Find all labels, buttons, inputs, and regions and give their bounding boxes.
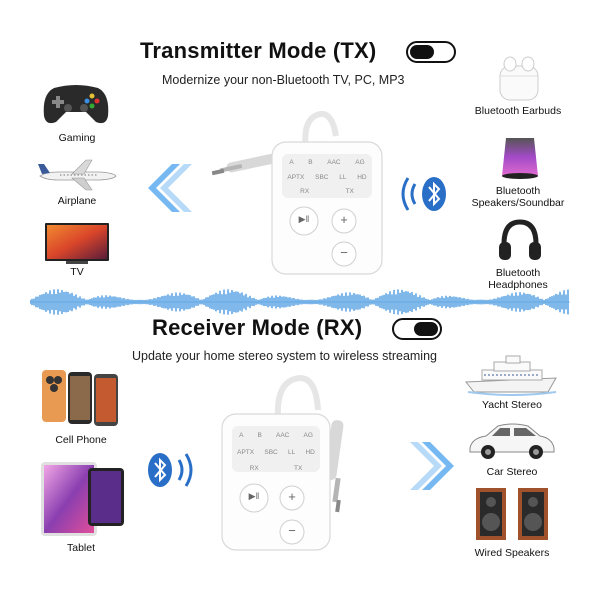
rx-play-pause-button[interactable]: ▶‖ <box>248 491 260 501</box>
tx-plus-button[interactable]: + <box>340 212 348 227</box>
led-b: B <box>257 432 262 439</box>
device-label-yacht: Yacht Stereo <box>482 399 542 411</box>
rx-toggle-knob <box>414 322 438 336</box>
led-tx: TX <box>294 465 303 472</box>
tx-play-pause-button[interactable]: ▶‖ <box>298 214 310 224</box>
tv-icon <box>45 223 109 264</box>
tx-led-row3: RX TX <box>282 188 372 195</box>
device-label-car: Car Stereo <box>486 466 538 478</box>
led-aac: AAC <box>276 432 290 439</box>
led-ll: LL <box>287 449 296 456</box>
headphones-icon <box>499 219 541 260</box>
led-ll: LL <box>339 174 347 181</box>
tx-title: Transmitter Mode (TX) <box>140 38 377 63</box>
rx-plus-button[interactable]: + <box>288 489 296 504</box>
tx-toggle-knob <box>410 45 434 59</box>
tx-led-row2: APTX SBC LL HD <box>282 174 372 181</box>
device-label-tv: TV <box>70 266 84 278</box>
led-hd: HD <box>357 174 367 181</box>
tx-toggle[interactable] <box>406 41 456 63</box>
led-rx: RX <box>300 188 310 195</box>
rx-toggle[interactable] <box>392 318 442 340</box>
device-label-headphones: Bluetooth Headphones <box>488 267 548 291</box>
device-label-airplane: Airplane <box>57 195 97 207</box>
led-rx: RX <box>249 465 259 472</box>
led-a: A <box>289 159 294 166</box>
tx-minus-button[interactable]: − <box>340 245 348 260</box>
bluetooth-signal-icon <box>401 177 446 211</box>
gamepad-icon <box>43 85 109 124</box>
led-hd: HD <box>305 449 315 456</box>
device-label-cell-phone: Cell Phone <box>55 434 107 446</box>
transmitter-device <box>212 110 383 275</box>
rx-led-row1: A B AAC AG <box>232 432 320 439</box>
rx-led-row2: APTX SBC LL HD <box>232 449 320 456</box>
led-tx: TX <box>345 188 354 195</box>
led-ag: AG <box>303 432 313 439</box>
chevron-left-arrows-icon <box>148 164 192 212</box>
rx-title: Receiver Mode (RX) <box>152 315 363 340</box>
led-sbc: SBC <box>264 449 278 456</box>
rx-minus-button[interactable]: − <box>288 523 296 538</box>
led-a: A <box>239 432 244 439</box>
led-sbc: SBC <box>315 174 329 181</box>
chevron-right-arrows-icon <box>410 442 454 490</box>
airplane-icon <box>38 159 117 191</box>
tx-led-row1: A B AAC AG <box>282 159 372 166</box>
rx-subtitle: Update your home stereo system to wirele… <box>132 349 437 363</box>
car-icon <box>469 423 555 459</box>
rx-led-row3: RX TX <box>232 465 320 472</box>
led-ag: AG <box>355 159 365 166</box>
yacht-icon <box>464 355 557 396</box>
wired-speakers-icon <box>476 488 548 540</box>
led-aac: AAC <box>327 159 341 166</box>
device-label-earbuds: Bluetooth Earbuds <box>474 105 562 117</box>
device-label-tablet: Tablet <box>66 542 96 554</box>
cell-phone-icon <box>42 370 118 426</box>
speaker-icon <box>502 138 538 179</box>
led-b: B <box>308 159 313 166</box>
bluetooth-signal-icon <box>148 453 193 487</box>
earbuds-icon <box>499 56 539 101</box>
receiver-device <box>221 374 344 551</box>
led-aptx: APTX <box>287 174 305 181</box>
tx-subtitle: Modernize your non-Bluetooth TV, PC, MP3 <box>162 73 405 87</box>
device-label-gaming: Gaming <box>58 132 96 144</box>
device-label-wired-speakers: Wired Speakers <box>474 547 550 559</box>
device-label-speakers: Bluetooth Speakers/Soundbar <box>471 185 565 209</box>
led-aptx: APTX <box>237 449 255 456</box>
sound-wave-divider <box>30 289 570 315</box>
tablet-icon <box>41 462 124 536</box>
